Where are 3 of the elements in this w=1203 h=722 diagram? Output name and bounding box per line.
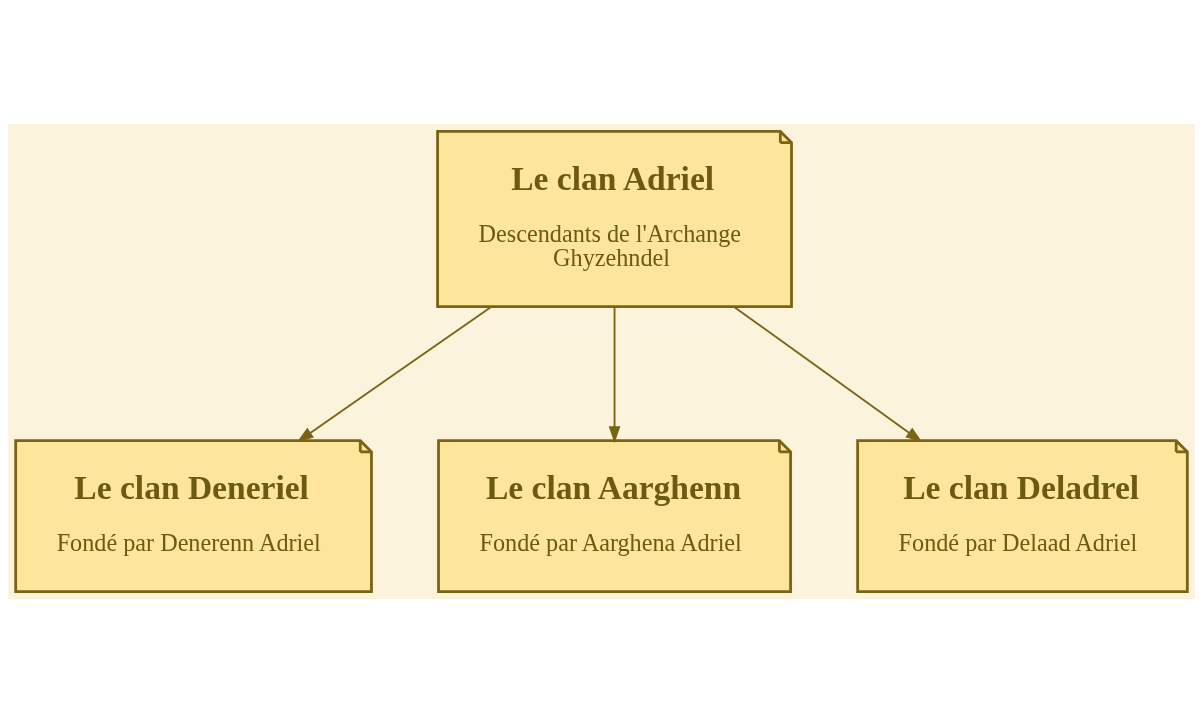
arrow	[296, 305, 492, 442]
arrow	[733, 305, 923, 442]
arrow	[608, 305, 621, 443]
